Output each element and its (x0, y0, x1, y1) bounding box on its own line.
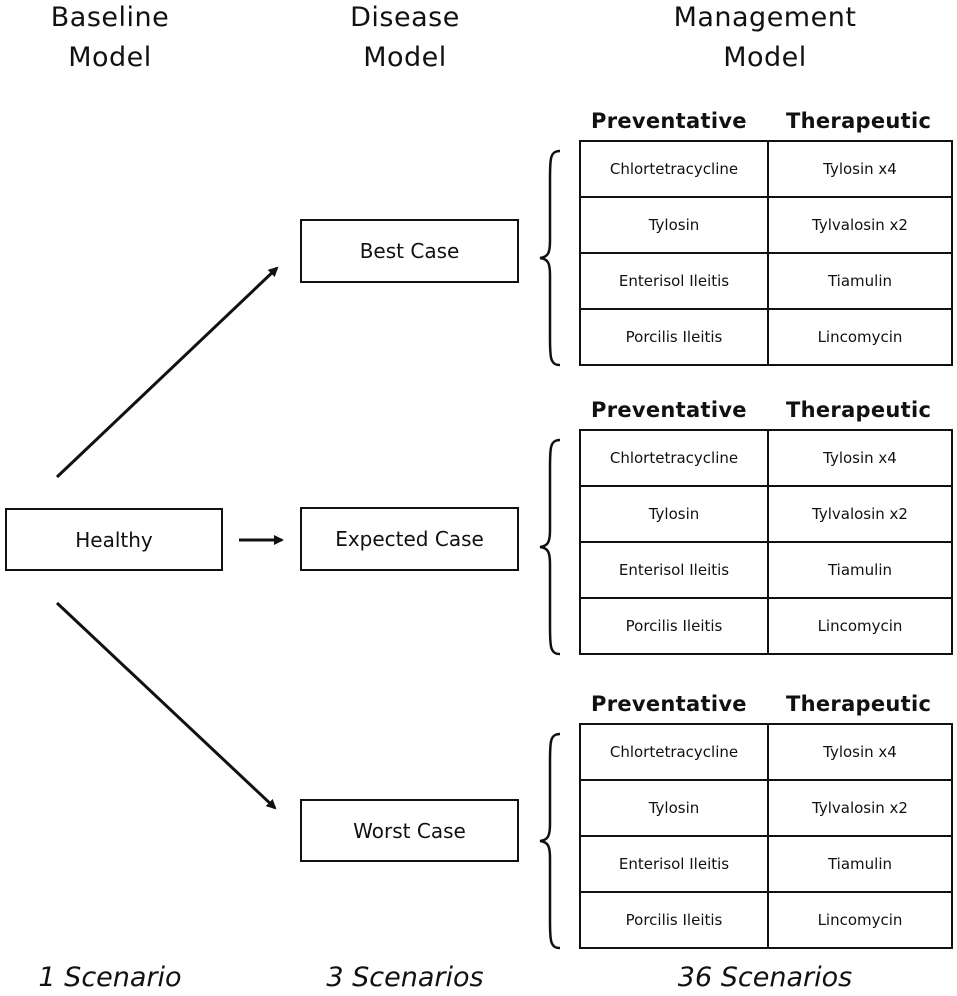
healthy-node: Healthy (5, 508, 223, 571)
management-scenario-count: 36 Scenarios (677, 962, 853, 993)
arrow-to-best-case (55, 266, 279, 479)
header-line: Management (673, 2, 857, 33)
table-row: Tylosin Tylvalosin x2 (579, 485, 953, 543)
table-row: Porcilis Ileitis Lincomycin (579, 891, 953, 949)
arrow-to-worst-case (55, 601, 277, 810)
management-group-expected: Preventative Therapeutic Chlortetracycli… (538, 398, 953, 658)
management-model-header: Management Model (630, 0, 900, 78)
therapeutic-cell: Tylosin x4 (767, 140, 953, 198)
table-row: Enterisol Ileitis Tiamulin (579, 541, 953, 599)
preventative-cell: Tylosin (579, 485, 769, 543)
curly-brace-icon (539, 732, 561, 950)
therapeutic-cell: Tylvalosin x2 (767, 485, 953, 543)
therapeutic-header: Therapeutic (786, 398, 932, 422)
therapeutic-cell: Lincomycin (767, 891, 953, 949)
management-group-worst: Preventative Therapeutic Chlortetracycli… (538, 692, 953, 952)
table-row: Porcilis Ileitis Lincomycin (579, 597, 953, 655)
header-line: Baseline (50, 2, 170, 33)
header-line: Model (68, 42, 152, 73)
baseline-model-header: Baseline Model (20, 0, 200, 78)
expected-case-node: Expected Case (300, 507, 519, 571)
therapeutic-header: Therapeutic (786, 692, 932, 716)
therapeutic-cell: Tylosin x4 (767, 429, 953, 487)
best-case-node: Best Case (300, 219, 519, 283)
management-table: Chlortetracycline Tylosin x4 Tylosin Tyl… (579, 429, 953, 655)
preventative-cell: Enterisol Ileitis (579, 835, 769, 893)
preventative-cell: Tylosin (579, 779, 769, 837)
disease-scenario-count: 3 Scenarios (326, 962, 484, 993)
table-row: Enterisol Ileitis Tiamulin (579, 835, 953, 893)
therapeutic-cell: Tiamulin (767, 252, 953, 310)
header-line: Model (723, 42, 807, 73)
management-group-best: Preventative Therapeutic Chlortetracycli… (538, 109, 953, 369)
worst-case-node: Worst Case (300, 799, 519, 862)
therapeutic-cell: Tiamulin (767, 835, 953, 893)
preventative-header: Preventative (591, 692, 747, 716)
preventative-cell: Chlortetracycline (579, 140, 769, 198)
table-row: Tylosin Tylvalosin x2 (579, 779, 953, 837)
baseline-scenario-count: 1 Scenario (38, 962, 182, 993)
curly-brace-icon (539, 438, 561, 656)
therapeutic-header: Therapeutic (786, 109, 932, 133)
preventative-cell: Enterisol Ileitis (579, 541, 769, 599)
preventative-cell: Enterisol Ileitis (579, 252, 769, 310)
preventative-cell: Chlortetracycline (579, 723, 769, 781)
management-table: Chlortetracycline Tylosin x4 Tylosin Tyl… (579, 723, 953, 949)
preventative-cell: Tylosin (579, 196, 769, 254)
preventative-cell: Porcilis Ileitis (579, 891, 769, 949)
therapeutic-cell: Tylvalosin x2 (767, 779, 953, 837)
table-row: Chlortetracycline Tylosin x4 (579, 140, 953, 198)
therapeutic-cell: Tiamulin (767, 541, 953, 599)
therapeutic-cell: Tylosin x4 (767, 723, 953, 781)
preventative-header: Preventative (591, 398, 747, 422)
table-row: Chlortetracycline Tylosin x4 (579, 723, 953, 781)
header-line: Disease (350, 2, 460, 33)
table-row: Enterisol Ileitis Tiamulin (579, 252, 953, 310)
therapeutic-cell: Lincomycin (767, 597, 953, 655)
preventative-cell: Porcilis Ileitis (579, 597, 769, 655)
curly-brace-icon (539, 149, 561, 367)
preventative-header: Preventative (591, 109, 747, 133)
header-line: Model (363, 42, 447, 73)
table-row: Porcilis Ileitis Lincomycin (579, 308, 953, 366)
table-row: Tylosin Tylvalosin x2 (579, 196, 953, 254)
table-row: Chlortetracycline Tylosin x4 (579, 429, 953, 487)
therapeutic-cell: Lincomycin (767, 308, 953, 366)
preventative-cell: Porcilis Ileitis (579, 308, 769, 366)
therapeutic-cell: Tylvalosin x2 (767, 196, 953, 254)
disease-model-header: Disease Model (315, 0, 495, 78)
management-table: Chlortetracycline Tylosin x4 Tylosin Tyl… (579, 140, 953, 366)
preventative-cell: Chlortetracycline (579, 429, 769, 487)
